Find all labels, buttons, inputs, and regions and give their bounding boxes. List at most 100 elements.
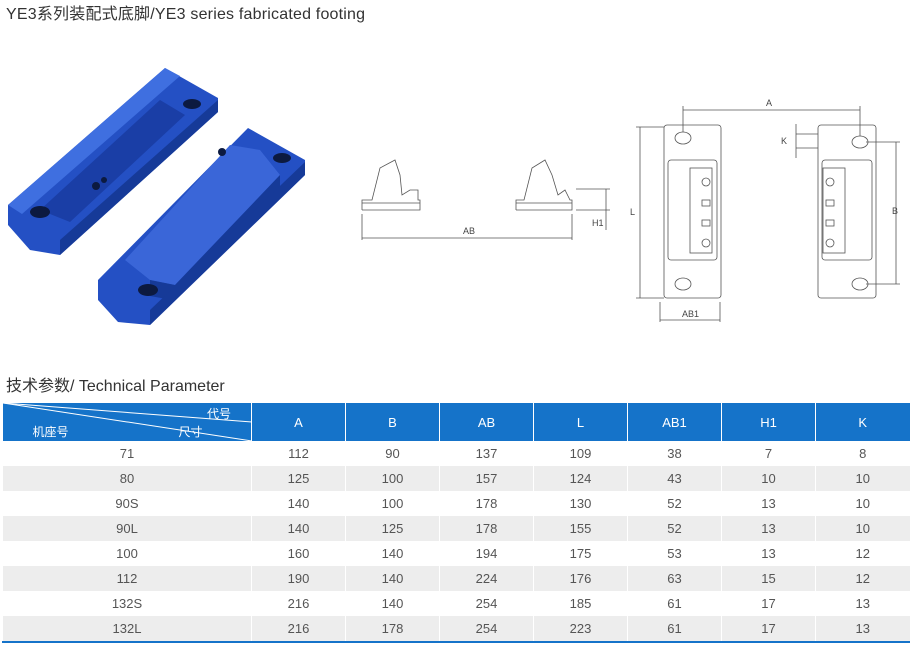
column-header: A <box>251 403 346 441</box>
table-cell: 157 <box>439 466 534 491</box>
table-cell: 112 <box>251 441 346 466</box>
table-cell: 155 <box>533 516 628 541</box>
table-cell: 140 <box>345 591 440 616</box>
table-cell: 63 <box>627 566 722 591</box>
table-cell: 53 <box>627 541 722 566</box>
column-header: AB1 <box>627 403 722 441</box>
corner-label-top: 代号 <box>206 407 231 421</box>
frame-size-cell: 132L <box>2 616 252 643</box>
table-cell: 140 <box>251 491 346 516</box>
table-cell: 130 <box>533 491 628 516</box>
table-cell: 140 <box>345 541 440 566</box>
top-view-drawing-left <box>636 106 860 322</box>
table-cell: 10 <box>815 516 910 541</box>
table-cell: 125 <box>251 466 346 491</box>
table-cell: 109 <box>533 441 628 466</box>
table-cell: 43 <box>627 466 722 491</box>
table-cell: 10 <box>815 491 910 516</box>
table-cell: 100 <box>345 491 440 516</box>
page-title: YE3系列装配式底脚/YE3 series fabricated footing <box>6 6 366 23</box>
table-cell: 13 <box>721 516 816 541</box>
dim-label-ab1: AB1 <box>682 309 699 319</box>
table-cell: 8 <box>815 441 910 466</box>
table-cell: 17 <box>721 591 816 616</box>
table-cell: 160 <box>251 541 346 566</box>
table-cell: 61 <box>627 616 722 643</box>
top-view-drawing-right <box>795 106 900 299</box>
column-header: K <box>815 403 910 441</box>
table-cell: 194 <box>439 541 534 566</box>
table-header-row: 代号 尺寸 机座号 A B AB L AB1 H1 K <box>2 403 910 441</box>
dim-label-h1: H1 <box>592 218 604 228</box>
table-cell: 124 <box>533 466 628 491</box>
dim-label-l: L <box>630 207 635 217</box>
frame-size-cell: 132S <box>2 591 252 616</box>
table-cell: 13 <box>815 616 910 643</box>
frame-size-cell: 80 <box>2 466 252 491</box>
table-cell: 190 <box>251 566 346 591</box>
table-cell: 100 <box>345 466 440 491</box>
corner-label-middle: 尺寸 <box>178 425 203 439</box>
table-cell: 15 <box>721 566 816 591</box>
table-cell: 13 <box>721 541 816 566</box>
dim-label-ab: AB <box>463 226 475 236</box>
table-cell: 140 <box>251 516 346 541</box>
corner-label-bottom: 机座号 <box>32 425 69 439</box>
frame-size-cell: 100 <box>2 541 252 566</box>
table-cell: 38 <box>627 441 722 466</box>
column-header: B <box>345 403 440 441</box>
column-header: L <box>533 403 628 441</box>
table-cell: 175 <box>533 541 628 566</box>
corner-header-cell: 代号 尺寸 机座号 <box>2 403 252 441</box>
table-cell: 12 <box>815 541 910 566</box>
table-cell: 178 <box>439 516 534 541</box>
table-cell: 52 <box>627 516 722 541</box>
table-cell: 185 <box>533 591 628 616</box>
side-view-drawing <box>361 159 610 240</box>
table-cell: 140 <box>345 566 440 591</box>
table-cell: 10 <box>721 466 816 491</box>
frame-size-cell: 71 <box>2 441 252 466</box>
frame-size-cell: 112 <box>2 566 252 591</box>
table-cell: 13 <box>815 591 910 616</box>
table-cell: 223 <box>533 616 628 643</box>
column-header: AB <box>439 403 534 441</box>
table-cell: 90 <box>345 441 440 466</box>
table-cell: 176 <box>533 566 628 591</box>
tech-param-title: 技术参数/ Technical Parameter <box>6 378 225 395</box>
table-cell: 178 <box>439 491 534 516</box>
dim-label-k: K <box>781 136 787 146</box>
frame-size-cell: 90L <box>2 516 252 541</box>
table-cell: 52 <box>627 491 722 516</box>
table-cell: 13 <box>721 491 816 516</box>
table-cell: 61 <box>627 591 722 616</box>
dim-label-b: B <box>892 206 898 216</box>
table-cell: 7 <box>721 441 816 466</box>
table-cell: 12 <box>815 566 910 591</box>
table-cell: 125 <box>345 516 440 541</box>
table-cell: 216 <box>251 616 346 643</box>
table-cell: 224 <box>439 566 534 591</box>
table-cell: 254 <box>439 616 534 643</box>
column-header: H1 <box>721 403 816 441</box>
table-cell: 10 <box>815 466 910 491</box>
table-cell: 137 <box>439 441 534 466</box>
frame-size-cell: 90S <box>2 491 252 516</box>
table-cell: 178 <box>345 616 440 643</box>
footing-part-left <box>8 68 218 255</box>
table-cell: 17 <box>721 616 816 643</box>
product-illustration: AB H1 A L AB1 <box>8 68 900 325</box>
table-cell: 216 <box>251 591 346 616</box>
dim-label-a: A <box>766 98 772 108</box>
footing-part-right <box>98 128 305 325</box>
